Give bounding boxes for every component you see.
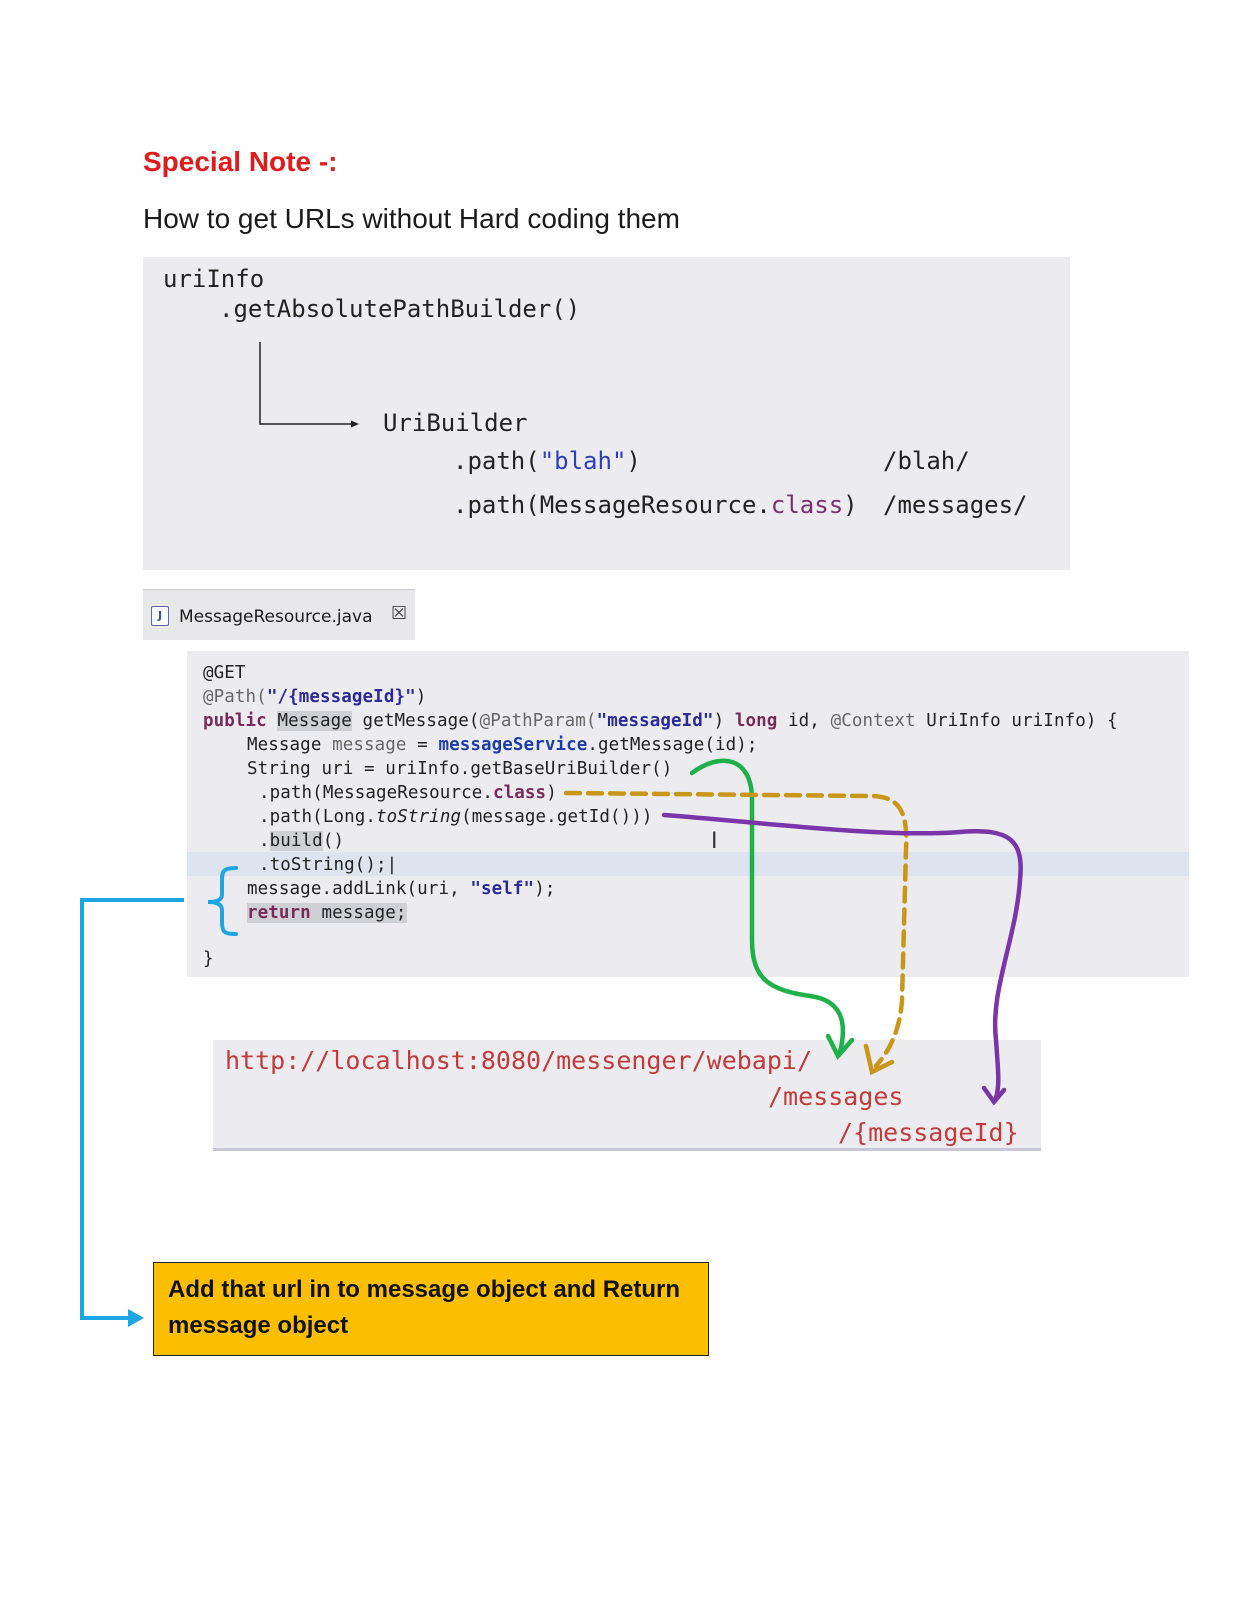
slide-result-blah: /blah/	[883, 447, 970, 475]
slide-result-messages: /messages/	[883, 491, 1028, 519]
slide-line-getabsolutepathbuilder: .getAbsolutePathBuilder()	[219, 295, 581, 323]
url-messages-segment: /messages	[768, 1082, 904, 1111]
uribuilder-slide: uriInfo .getAbsolutePathBuilder() UriBui…	[143, 257, 1070, 570]
code-line-10: message.addLink(uri, "self");	[247, 879, 556, 899]
slide-line-path-class: .path(MessageResource.class)	[453, 491, 858, 519]
special-note-title: Special Note -:	[143, 146, 338, 177]
code-line-7: .path(Long.toString(message.getId()))	[259, 807, 653, 827]
code-line-9: .toString();|	[259, 855, 398, 875]
slide-line-path-blah: .path("blah")	[453, 447, 641, 475]
code-line-6: .path(MessageResource.class)	[259, 783, 557, 803]
close-icon[interactable]: ☒	[391, 603, 408, 624]
callout-box: Add that url in to message object and Re…	[153, 1262, 709, 1356]
code-line-4: Message message = messageService.getMess…	[247, 735, 758, 755]
url-result-box: http://localhost:8080/messenger/webapi/ …	[213, 1040, 1041, 1151]
note-subtitle: How to get URLs without Hard coding them	[143, 203, 680, 234]
code-editor[interactable]: @GET @Path("/{messageId}") public Messag…	[187, 651, 1189, 977]
code-line-8: .build()	[259, 831, 345, 851]
code-line-5: String uri = uriInfo.getBaseUriBuilder()	[247, 759, 673, 779]
slide-line-uribuilder: UriBuilder	[383, 409, 528, 437]
code-line-11: return message;	[247, 903, 407, 923]
java-file-icon: J	[151, 606, 169, 626]
text-cursor-icon: I	[711, 829, 718, 854]
slide-line-uriinfo: uriInfo	[163, 265, 265, 293]
blue-arrow	[80, 898, 184, 1320]
url-messageid-segment: /{messageId}	[838, 1118, 1019, 1147]
code-line-1: @GET	[203, 663, 246, 683]
code-line-3: public Message getMessage(@PathParam("me…	[203, 711, 1118, 731]
editor-tab-label: MessageResource.java	[179, 607, 373, 627]
code-line-2: @Path("/{messageId}")	[203, 687, 427, 707]
url-base: http://localhost:8080/messenger/webapi/	[225, 1046, 812, 1075]
code-line-12: }	[203, 949, 214, 969]
editor-tab-messageresource[interactable]: J MessageResource.java ☒	[143, 589, 415, 640]
